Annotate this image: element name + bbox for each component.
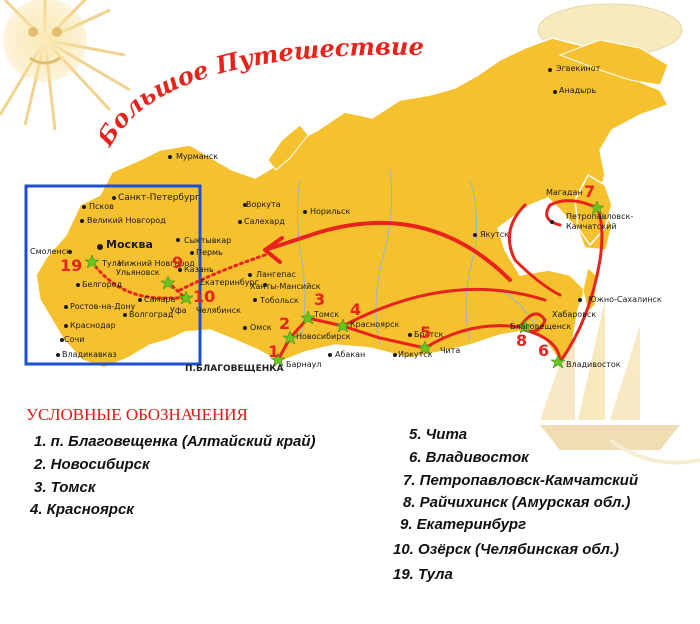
city-label: Абакан [335, 350, 366, 359]
city-label: Тула [102, 259, 122, 268]
city-label: Чита [440, 346, 461, 355]
blagoveshchenka-caption: П.БЛАГОВЕЩЕНКА [185, 364, 284, 374]
legend-item: 9. Екатеринбург [400, 516, 527, 533]
stop-number: 1 [268, 342, 280, 361]
city-label: Хабаровск [552, 310, 597, 319]
city-label: Омск [250, 323, 272, 332]
city-label: Казань [184, 265, 214, 274]
stop-number: 2 [279, 314, 291, 333]
stop-number: 6 [538, 341, 550, 360]
city-label: Норильск [310, 207, 351, 216]
stop-number: 8 [516, 331, 528, 350]
city-dots [56, 68, 582, 357]
legend-title: УСЛОВНЫЕ ОБОЗНАЧЕНИЯ [26, 405, 248, 424]
city-label: Уфа [170, 306, 187, 315]
svg-text:Большое Путешествие Фроши: Большое Путешествие Фроши [100, 30, 424, 152]
city-label: Новосибирск [296, 332, 351, 341]
sakhalin-island [582, 267, 597, 313]
city-label: Благовещенск [510, 322, 572, 331]
stop-number: 5 [420, 323, 432, 342]
inset-frame [24, 184, 202, 366]
city-label: Белгород [82, 280, 123, 289]
novaya-zemlya-island [267, 124, 309, 171]
city-label: Ульяновск [116, 268, 160, 277]
russia-landmass [35, 37, 670, 369]
legend-item: 5. Чита [409, 426, 468, 443]
city-label: Волгоград [129, 310, 174, 319]
city-label: Красноярск [350, 320, 400, 329]
star-marker-icon [178, 290, 194, 305]
city-label: Ханты-Мансийск [250, 282, 321, 291]
legend-item: 7. Петропавловск-Камчатский [403, 472, 639, 489]
city-label: Южно-Сахалинск [588, 295, 662, 304]
city-label: Владивосток [566, 360, 621, 369]
city-label: Томск [314, 310, 340, 319]
star-marker-icon [160, 275, 176, 290]
star-marker-icon [270, 352, 286, 367]
city-label: Краснодар [70, 321, 116, 330]
city-label: Салехард [244, 217, 285, 226]
legend-item: 1. п. Благовещенка (Алтайский край) [34, 433, 316, 450]
city-label: Эгвекинот [556, 64, 601, 73]
stop-number: 9 [172, 253, 184, 272]
stop-number: 7 [584, 182, 596, 201]
star-marker-icon [589, 200, 605, 215]
city-label: Москва [106, 238, 153, 251]
city-label: Воркута [246, 200, 281, 209]
city-label: Братск [414, 330, 444, 339]
sun-icon [0, 0, 131, 131]
city-label: Псков [89, 202, 114, 211]
city-label: Лангепас [256, 270, 296, 279]
legend-item: 4. Красноярск [30, 501, 134, 518]
star-marker-icon [84, 254, 100, 269]
stop-number: 10 [193, 287, 216, 306]
map-title: Большое Путешествие Фроши [100, 30, 424, 152]
star-marker-icon [282, 330, 298, 345]
legend-item: 19. Тула [393, 566, 453, 583]
stop-number: 19 [60, 256, 83, 275]
city-label: Екатеринбург [200, 278, 259, 287]
city-label: Анадырь [559, 86, 597, 95]
city-label: Челябинск [196, 306, 241, 315]
city-label: Мурманск [176, 152, 219, 161]
city-label: Санкт-Петербург [118, 193, 200, 203]
city-label: Великий Новгород [87, 216, 166, 225]
city-label: Владикавказ [62, 350, 117, 359]
city-label: Якутск [480, 230, 510, 239]
chukotka-peninsula [558, 39, 669, 86]
city-label: Нижний Новгород [118, 259, 195, 268]
legend-item: 10. Озёрск (Челябинская обл.) [393, 541, 619, 558]
legend-item: 6. Владивосток [409, 449, 529, 466]
stop-number: 3 [314, 290, 326, 309]
star-marker-icon [417, 340, 433, 355]
star-marker-icon [517, 319, 533, 334]
city-label: Ростов-на-Дону [70, 302, 136, 311]
star-marker-icon [300, 310, 316, 325]
city-label: Тобольск [260, 296, 299, 305]
city-label: Пермь [196, 248, 223, 257]
city-label: Смоленск [30, 247, 72, 256]
city-label: Самара [144, 295, 176, 304]
stop-number: 4 [350, 300, 362, 319]
legend-item: 3. Томск [34, 479, 96, 496]
city-label: Сочи [64, 335, 85, 344]
city-label: Петропавловск-Камчатский [566, 212, 634, 231]
star-marker-icon [550, 354, 566, 369]
legend-item: 2. Новосибирск [34, 456, 150, 473]
city-label: Сыктывкар [184, 236, 232, 245]
city-label: Барнаул [286, 360, 322, 369]
legend-item: 8. Райчихинск (Амурская обл.) [403, 494, 631, 511]
star-marker-icon [335, 318, 351, 333]
city-label: Магадан [546, 188, 583, 197]
stop-markers [84, 200, 605, 369]
title-text: Большое Путешествие Фроши [100, 30, 424, 152]
city-label: Иркутск [398, 350, 433, 359]
